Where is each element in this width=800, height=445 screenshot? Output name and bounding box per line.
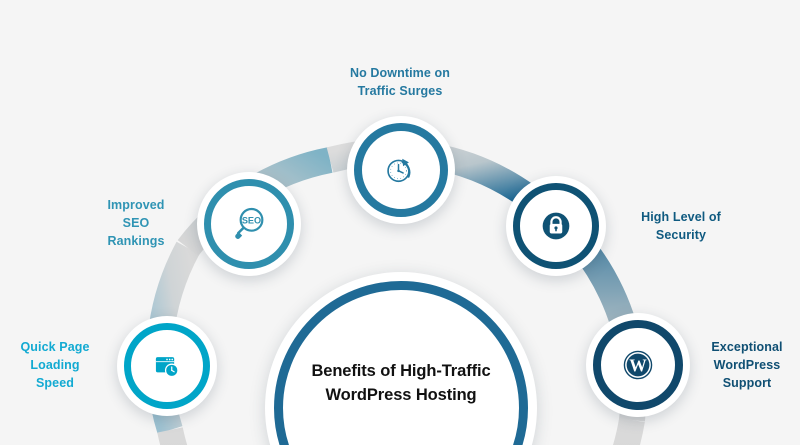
label-improved-seo-rankings: Improved SEO Rankings: [86, 196, 186, 250]
label-exceptional-wordpress-support: Exceptional WordPress Support: [694, 338, 800, 392]
label-line: Traffic Surges: [357, 84, 443, 99]
node-improved-seo-rankings[interactable]: SEO: [197, 172, 301, 276]
label-no-downtime: No Downtime on Traffic Surges: [320, 64, 480, 100]
label-quick-page-loading-speed: Quick Page Loading Speed: [2, 338, 108, 392]
node-high-level-security[interactable]: [506, 176, 606, 276]
node-ring-speed: [124, 323, 210, 409]
node-exceptional-wordpress-support[interactable]: W: [586, 313, 690, 417]
browser-clock-icon: [148, 347, 186, 385]
label-line: Support: [722, 376, 772, 391]
lock-icon: [536, 206, 576, 246]
seo-magnifier-icon: SEO: [229, 204, 269, 244]
label-line: Improved: [107, 198, 165, 212]
label-line: Speed: [35, 376, 74, 391]
label-line: Loading: [30, 358, 80, 373]
label-line: Exceptional: [711, 340, 783, 354]
node-no-downtime[interactable]: [347, 116, 455, 224]
svg-text:SEO: SEO: [242, 216, 261, 226]
wordpress-icon: W: [617, 344, 659, 386]
label-line: No Downtime on: [349, 66, 450, 80]
clock-refresh-icon: [381, 150, 421, 190]
label-line: Rankings: [107, 234, 165, 249]
label-line: Quick Page: [20, 340, 90, 354]
page-title: Benefits of High-Traffic WordPress Hosti…: [265, 360, 537, 408]
node-ring-security: [513, 183, 599, 269]
center-title-line2: WordPress Hosting: [325, 385, 477, 404]
label-high-level-security: High Level of Security: [618, 208, 744, 244]
node-ring-wordpress: [593, 320, 683, 410]
label-line: SEO: [122, 216, 150, 231]
node-ring-seo: [204, 179, 294, 269]
node-ring-uptime: [354, 123, 448, 217]
svg-text:W: W: [629, 356, 647, 376]
center-title-line1: Benefits of High-Traffic: [311, 362, 491, 380]
label-line: WordPress: [713, 358, 781, 373]
label-line: High Level of: [641, 210, 721, 224]
node-quick-page-loading-speed[interactable]: [117, 316, 217, 416]
label-line: Security: [655, 228, 707, 243]
